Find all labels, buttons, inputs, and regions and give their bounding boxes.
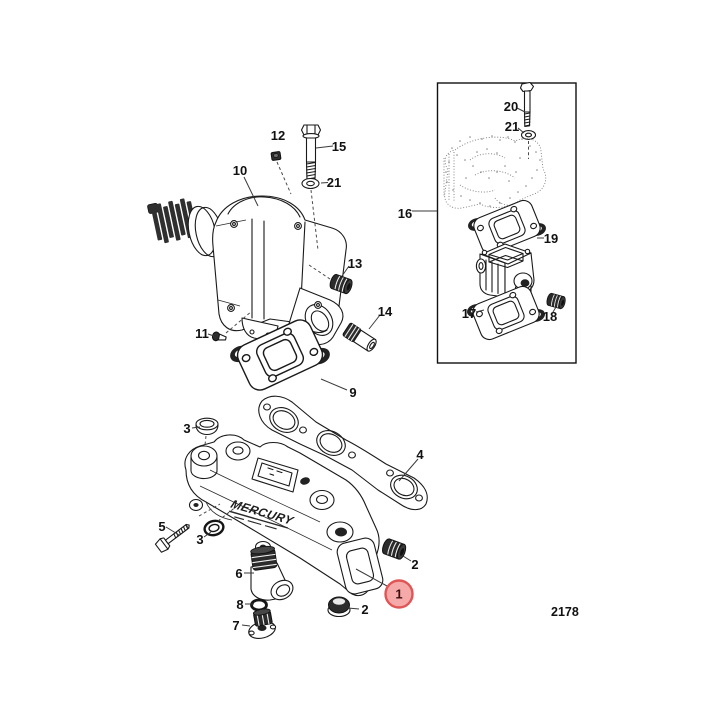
bolt-15 [300, 124, 322, 183]
highlighted-callout-1[interactable]: 1 [384, 579, 414, 609]
callout-17[interactable]: 17 [462, 306, 476, 321]
stipple-dots [445, 135, 541, 207]
callout-18[interactable]: 18 [543, 309, 557, 324]
callout-15[interactable]: 15 [332, 139, 346, 154]
callout-3-top[interactable]: 3 [183, 421, 190, 436]
drain-fitting-7 [248, 608, 277, 639]
callout-16[interactable]: 16 [398, 206, 412, 221]
exhaust-manifold-1: MERCURY [184, 434, 384, 597]
callout-9[interactable]: 9 [349, 385, 356, 400]
manifold-outlet-flange [336, 537, 384, 595]
cap-3-top [195, 417, 219, 436]
riser-block [475, 243, 535, 300]
callout-21-top[interactable]: 21 [327, 175, 341, 190]
highlight-circle[interactable] [384, 579, 414, 609]
assembly-dashed-lines [198, 161, 331, 522]
callout-2-right[interactable]: 2 [411, 557, 418, 572]
washer-21-inset [520, 130, 537, 140]
manifold-body [184, 434, 380, 597]
inset-box-assembly-16 [436, 81, 577, 364]
drawing-number: 2178 [551, 605, 579, 619]
elbow-assembly-10 [147, 195, 347, 346]
plug-2-bottom [327, 596, 351, 618]
grommet-3-side [203, 519, 225, 537]
manifold-gasket-4 [258, 395, 428, 511]
callouts: 10 12 15 21 11 13 14 9 16 20 21 19 17 18… [158, 99, 558, 633]
nut-12 [270, 151, 282, 161]
callout-21-inset[interactable]: 21 [505, 119, 519, 134]
callout-10[interactable]: 10 [233, 163, 247, 178]
screw-11 [211, 331, 227, 342]
plug-2-right [380, 537, 408, 561]
bolt-20 [519, 81, 535, 128]
callout-20[interactable]: 20 [504, 99, 518, 114]
callout-14[interactable]: 14 [378, 304, 393, 319]
callout-2-bottom[interactable]: 2 [361, 602, 368, 617]
callout-13[interactable]: 13 [348, 256, 362, 271]
elbow-fitting-6 [250, 545, 294, 601]
callout-12[interactable]: 12 [271, 128, 285, 143]
callout-11[interactable]: 11 [195, 326, 209, 341]
washer-21-top [301, 177, 320, 190]
callout-3-side[interactable]: 3 [196, 532, 203, 547]
callout-8[interactable]: 8 [236, 597, 243, 612]
callout-1[interactable]: 1 [395, 587, 402, 602]
bellows-connector [147, 198, 198, 244]
callout-5[interactable]: 5 [158, 519, 165, 534]
callout-7[interactable]: 7 [232, 618, 239, 633]
callout-4[interactable]: 4 [416, 447, 424, 462]
leader-lines [165, 107, 557, 627]
exhaust-elbow-sketch [443, 135, 547, 209]
callout-19[interactable]: 19 [544, 231, 558, 246]
fitting-14 [342, 322, 377, 352]
callout-6[interactable]: 6 [235, 566, 242, 581]
